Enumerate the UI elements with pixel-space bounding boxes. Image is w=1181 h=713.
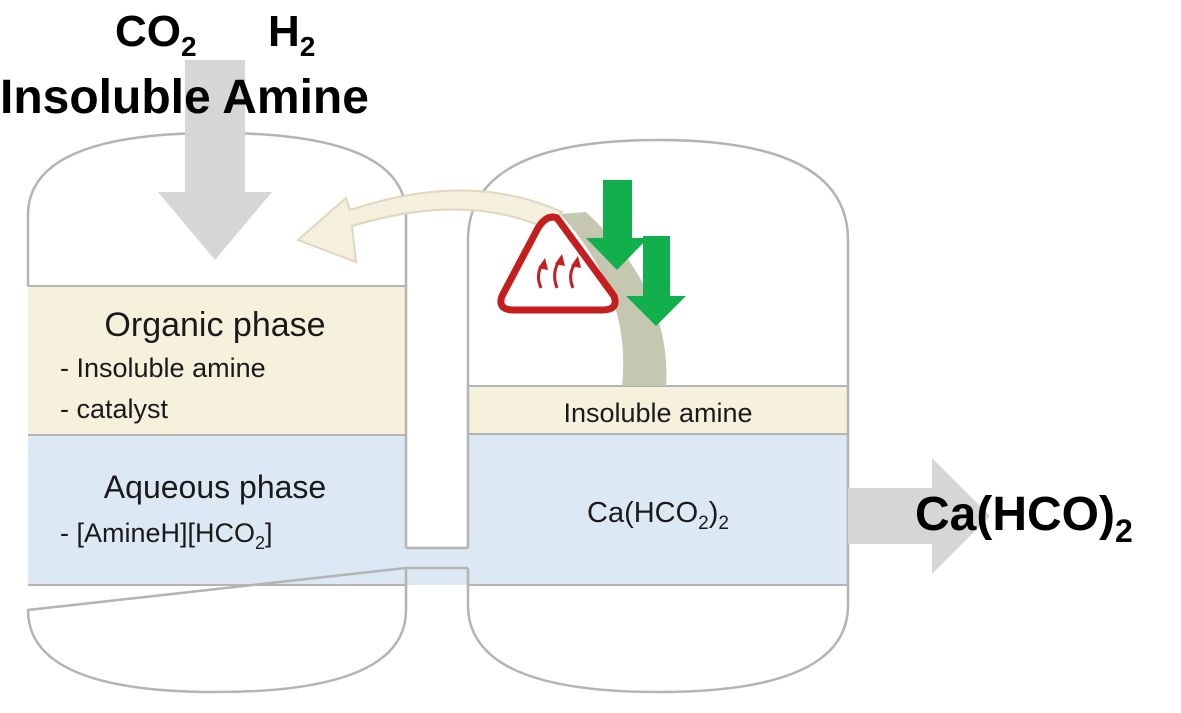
h2-label: H2 [268, 7, 315, 62]
recycle-arrow [296, 189, 564, 264]
aqueous-phase-title: Aqueous phase [104, 469, 326, 505]
organic-item-amine: - Insoluble amine [60, 353, 266, 383]
left-organic-phase [28, 286, 406, 435]
right-aqueous-phase [468, 434, 848, 585]
right-amine-label: Insoluble amine [563, 398, 752, 428]
output-arrow [848, 458, 990, 574]
connector-pipe [406, 548, 468, 585]
heat-warning-icon [497, 213, 619, 314]
organic-phase-title: Organic phase [104, 306, 325, 344]
right-product-label: Ca(HCO2)2 [587, 497, 729, 534]
right-organic-phase [468, 386, 848, 434]
left-aqueous-phase [28, 435, 406, 585]
input-arrow [158, 60, 272, 260]
co2-label: CO2 [115, 7, 197, 62]
organic-item-catalyst: - catalyst [60, 394, 169, 424]
right-vessel-outline [466, 138, 850, 694]
aqueous-item-salt: - [AmineH][HCO2] [60, 518, 273, 553]
amine-input-label: Insoluble Amine [0, 71, 369, 124]
cooling-arrow-icon [586, 180, 648, 270]
cooling-arrow-icon [626, 236, 686, 326]
output-product-label: Ca(HCO)2 [915, 488, 1133, 549]
